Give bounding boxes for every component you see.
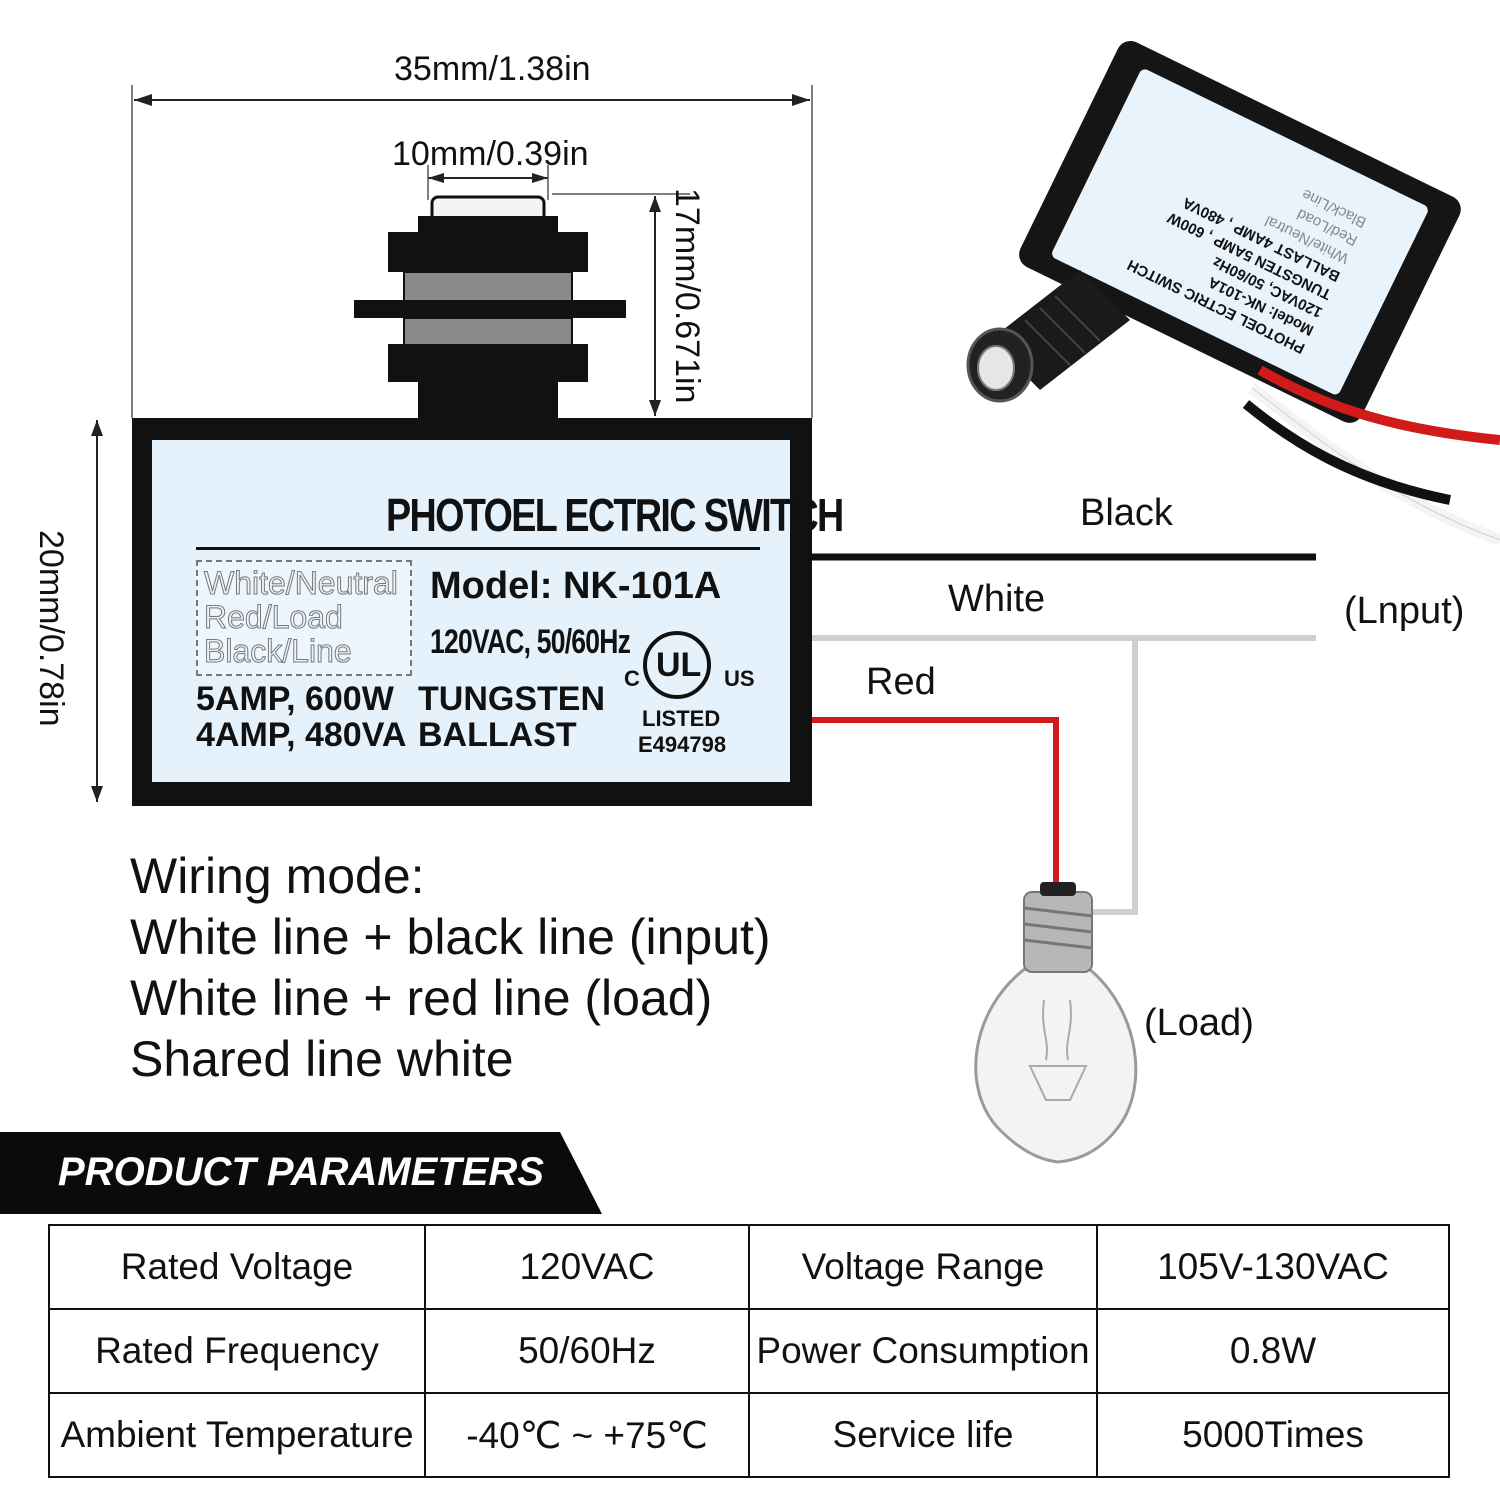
- table-row: Rated Frequency 50/60Hz Power Consumptio…: [48, 1308, 1450, 1394]
- ul-listed: LISTED: [642, 706, 721, 731]
- wire-legend-box: White/Neutral Red/Load Black/Line: [196, 560, 412, 676]
- red-wire-label: Red: [866, 661, 936, 703]
- parameters-banner: [0, 1132, 602, 1214]
- ul-number: E494798: [638, 732, 727, 757]
- spec-ballast: BALLAST: [418, 716, 577, 754]
- param-value: 50/60Hz: [424, 1308, 750, 1394]
- device-model: Model: NK-101A: [430, 565, 722, 607]
- ul-us-text: US: [724, 666, 755, 691]
- spec-amp-600w: 5AMP, 600W: [196, 680, 394, 718]
- lens-dimension: 10mm/0.39in: [392, 135, 589, 173]
- mount-plate: [354, 300, 626, 318]
- legend-black: Black/Line: [204, 633, 353, 669]
- width-dimension: 35mm/1.38in: [394, 50, 591, 88]
- table-row: Ambient Temperature -40℃ ~ +75℃ Service …: [48, 1392, 1450, 1478]
- body-arrow-bottom: [91, 786, 103, 802]
- legend-red: Red/Load: [204, 599, 344, 635]
- param-value: 5000Times: [1096, 1392, 1450, 1478]
- white-wire-to-load: [1085, 640, 1138, 915]
- wiring-mode-heading: Wiring mode:: [130, 848, 425, 904]
- body-arrow-top: [91, 420, 103, 436]
- wiring-mode-input: White line + black line (input): [130, 909, 771, 965]
- wiring-mode-text: Wiring mode: White line + black line (in…: [130, 846, 771, 1090]
- parameters-table: Rated Voltage 120VAC Voltage Range 105V-…: [48, 1224, 1450, 1478]
- washer-top: [403, 271, 573, 305]
- param-value: 120VAC: [424, 1224, 750, 1310]
- photo-sensor: [966, 270, 1130, 403]
- wiring-mode-load: White line + red line (load): [130, 970, 713, 1026]
- wiring-mode-shared: Shared line white: [130, 1031, 514, 1087]
- param-label: Ambient Temperature: [48, 1392, 426, 1478]
- spec-tungsten: TUNGSTEN: [418, 680, 605, 718]
- nut-bottom: [388, 344, 588, 382]
- param-value: -40℃ ~ +75℃: [424, 1392, 750, 1478]
- load-label: (Load): [1144, 1002, 1254, 1044]
- white-wire-label: White: [948, 578, 1046, 620]
- param-label: Service life: [748, 1392, 1098, 1478]
- input-label: (Lnput): [1344, 590, 1465, 632]
- photo-label-panel: [1052, 69, 1428, 395]
- param-value: 105V-130VAC: [1096, 1224, 1450, 1310]
- width-arrow-right: [792, 94, 810, 106]
- washer-bottom: [403, 317, 573, 347]
- black-wire-label: Black: [1080, 492, 1173, 534]
- stem-arrow-top: [649, 196, 661, 212]
- nut-top: [388, 232, 588, 272]
- lens-arrow-left: [428, 173, 444, 183]
- parameters-heading: PRODUCT PARAMETERS: [58, 1150, 544, 1194]
- param-label: Rated Frequency: [48, 1308, 426, 1394]
- width-arrow-left: [134, 94, 152, 106]
- photo-wires: [1242, 365, 1500, 546]
- device-voltage: 120VAC, 50/60Hz: [430, 623, 631, 661]
- param-label: Voltage Range: [748, 1224, 1098, 1310]
- red-wire: [812, 717, 1059, 892]
- body-dimension: 20mm/0.78in: [32, 530, 70, 727]
- ul-mark-text: UL: [656, 646, 702, 684]
- param-value: 0.8W: [1096, 1308, 1450, 1394]
- lens-arrow-right: [532, 173, 548, 183]
- legend-white: White/Neutral: [204, 565, 399, 601]
- light-bulb-icon: [974, 882, 1138, 1164]
- product-photo: [966, 40, 1500, 546]
- spec-amp-480va: 4AMP, 480VA: [196, 716, 407, 754]
- label-divider: [196, 547, 760, 550]
- param-label: Rated Voltage: [48, 1224, 426, 1310]
- device-title: PHOTOEL ECTRIC SWITCH: [386, 489, 844, 541]
- ul-logo-icon: [643, 631, 711, 699]
- ul-c-text: C: [624, 666, 640, 691]
- stem-arrow-bottom: [649, 400, 661, 416]
- table-row: Rated Voltage 120VAC Voltage Range 105V-…: [48, 1224, 1450, 1310]
- stem-dimension: 17mm/0.671in: [668, 188, 706, 404]
- param-label: Power Consumption: [748, 1308, 1098, 1394]
